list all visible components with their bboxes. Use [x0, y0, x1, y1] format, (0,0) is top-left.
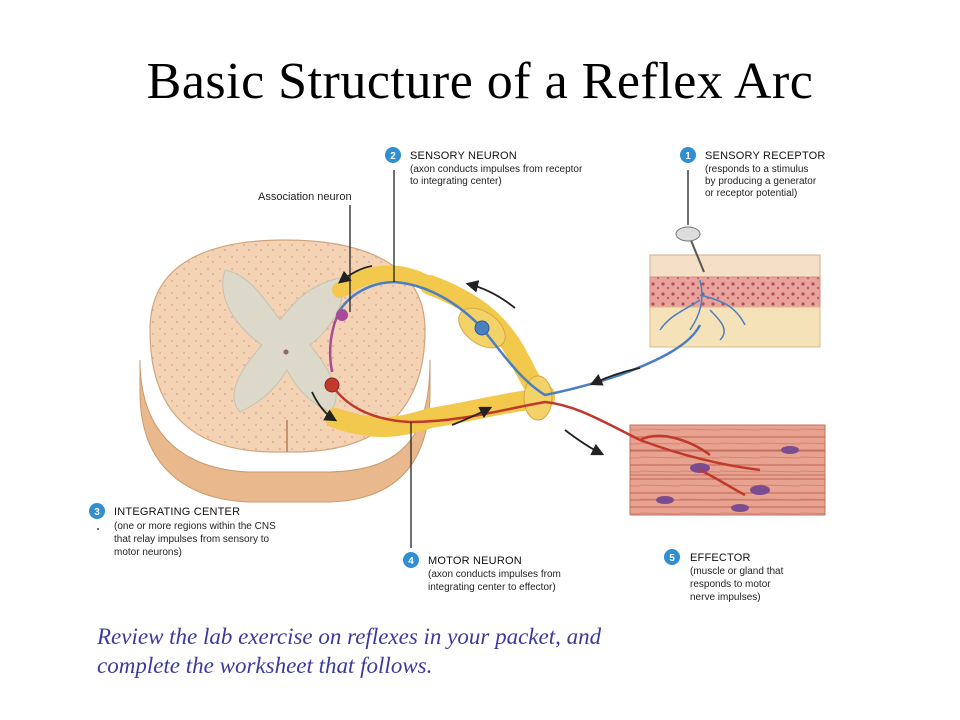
callout-line: (muscle or gland that [690, 566, 784, 577]
callout-number-badge [385, 147, 401, 163]
page-title: Basic Structure of a Reflex Arc [146, 53, 814, 110]
arrow-receptor-to-nerve [589, 367, 641, 386]
callout-number: 2 [390, 151, 396, 162]
motor-axon [330, 384, 761, 497]
callout-line: by producing a generator [705, 176, 817, 187]
callout-line: responds to motor [690, 579, 771, 590]
callout-line: integrating center to effector) [428, 582, 556, 593]
sensory-cell-body [474, 320, 490, 336]
direction-arrows [311, 265, 641, 456]
callout-sensory-neuron: 2 SENSORY NEURON (axon conducts impulses… [385, 147, 583, 187]
footer-line: complete the worksheet that follows. [97, 653, 433, 678]
callout-line: nerve impulses) [690, 592, 761, 603]
callout-line: (axon conducts impulses from [428, 569, 561, 580]
skin-block [649, 226, 821, 348]
spinal-cord [139, 239, 440, 503]
callout-number-badge [664, 549, 680, 565]
callout-number: 4 [408, 556, 414, 567]
callout-line: or receptor potential) [705, 188, 797, 199]
callout-heading: INTEGRATING CENTER [114, 506, 240, 518]
muscle-block [629, 424, 826, 516]
arrow-to-effector [564, 429, 605, 456]
arrow-within-cord [311, 391, 338, 422]
association-neuron-label: Association neuron [258, 191, 352, 203]
callout-line: that relay impulses from sensory to [114, 534, 269, 545]
callout-line: (responds to a stimulus [705, 164, 808, 175]
callout-number: 5 [669, 553, 675, 564]
footer-instructions: Review the lab exercise on reflexes in y… [97, 622, 917, 680]
callout-number-badge [403, 552, 419, 568]
callout-heading: SENSORY RECEPTOR [705, 150, 826, 162]
callout-effector: 5 EFFECTOR (muscle or gland that respond… [664, 549, 784, 603]
callout-number-badge [680, 147, 696, 163]
arrow-motor-out [451, 406, 493, 426]
arrow-into-cord [338, 265, 373, 284]
callout-number: 3 [94, 507, 100, 518]
footer-line: Review the lab exercise on reflexes in y… [97, 624, 602, 649]
callout-line: (axon conducts impulses from receptor [410, 164, 583, 175]
callout-heading: SENSORY NEURON [410, 150, 517, 162]
leader-lines [97, 170, 689, 548]
callout-number: 1 [685, 151, 691, 162]
callout-integrating-center: 3 INTEGRATING CENTER (one or more region… [89, 503, 276, 558]
callout-sensory-receptor: 1 SENSORY RECEPTOR (responds to a stimul… [680, 147, 826, 199]
callout-heading: MOTOR NEURON [428, 555, 522, 567]
callout-line: motor neurons) [114, 547, 182, 558]
spinal-nerve [420, 275, 555, 428]
callout-line: to integrating center) [410, 176, 502, 187]
callout-heading: EFFECTOR [690, 552, 751, 564]
arrow-along-ganglion [465, 280, 516, 309]
association-neuron [328, 309, 348, 373]
callout-line: (one or more regions within the CNS [114, 521, 276, 532]
callout-motor-neuron: 4 MOTOR NEURON (axon conducts impulses f… [403, 552, 561, 593]
motor-cell-body [324, 377, 340, 393]
callout-number-badge [89, 503, 105, 519]
